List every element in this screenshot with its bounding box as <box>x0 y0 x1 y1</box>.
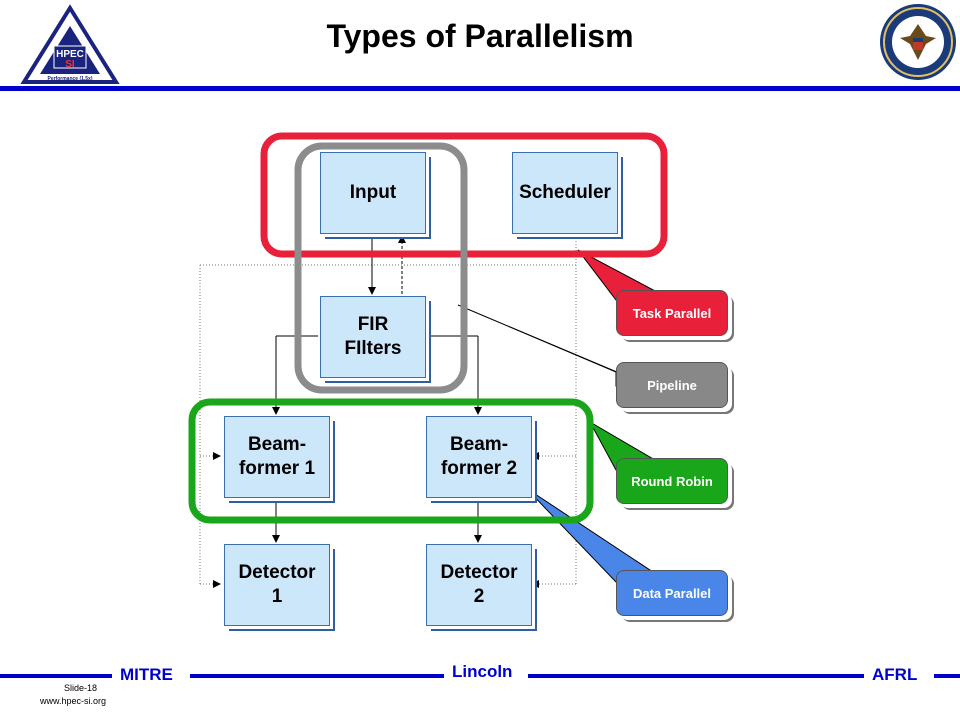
slide-title: Types of Parallelism <box>326 18 634 54</box>
beamformer-1-box: Beam- former 1 <box>224 416 330 498</box>
task-parallel-callout: Task Parallel <box>616 290 728 336</box>
detector-1-box: Detector 1 <box>224 544 330 626</box>
performance-text: Performance (1.5x) <box>47 76 92 82</box>
footer-lincoln: Lincoln <box>452 662 513 681</box>
round-robin-group <box>188 398 594 524</box>
slide-number: Slide-18 <box>64 683 98 693</box>
footer-rule-right <box>934 674 960 678</box>
hpec-text: HPEC <box>56 49 84 60</box>
website-url: www.hpec-si.org <box>40 696 107 706</box>
footer-mitre: MITRE <box>120 665 173 684</box>
dod-seal-logo <box>878 2 958 87</box>
pipeline-callout: Pipeline <box>616 362 728 408</box>
pipeline-group <box>294 142 468 394</box>
footer-rule-mid-right <box>528 674 864 678</box>
si-text: SI <box>65 59 75 70</box>
detector-2-box: Detector 2 <box>426 544 532 626</box>
footer-rule-left <box>0 674 112 678</box>
round-robin-callout: Round Robin <box>616 458 728 504</box>
data-parallel-callout: Data Parallel <box>616 570 728 616</box>
beamformer-2-box: Beam- former 2 <box>426 416 532 498</box>
footer-afrl: AFRL <box>872 665 918 684</box>
header-rule <box>0 86 960 91</box>
footer-rule-mid-left <box>190 674 444 678</box>
fir-filters-box: FIR FIlters <box>320 296 426 378</box>
input-box: Input <box>320 152 426 234</box>
scheduler-box: Scheduler <box>512 152 618 234</box>
hpec-si-logo: HPEC SI Performance (1.5x) <box>20 4 120 93</box>
